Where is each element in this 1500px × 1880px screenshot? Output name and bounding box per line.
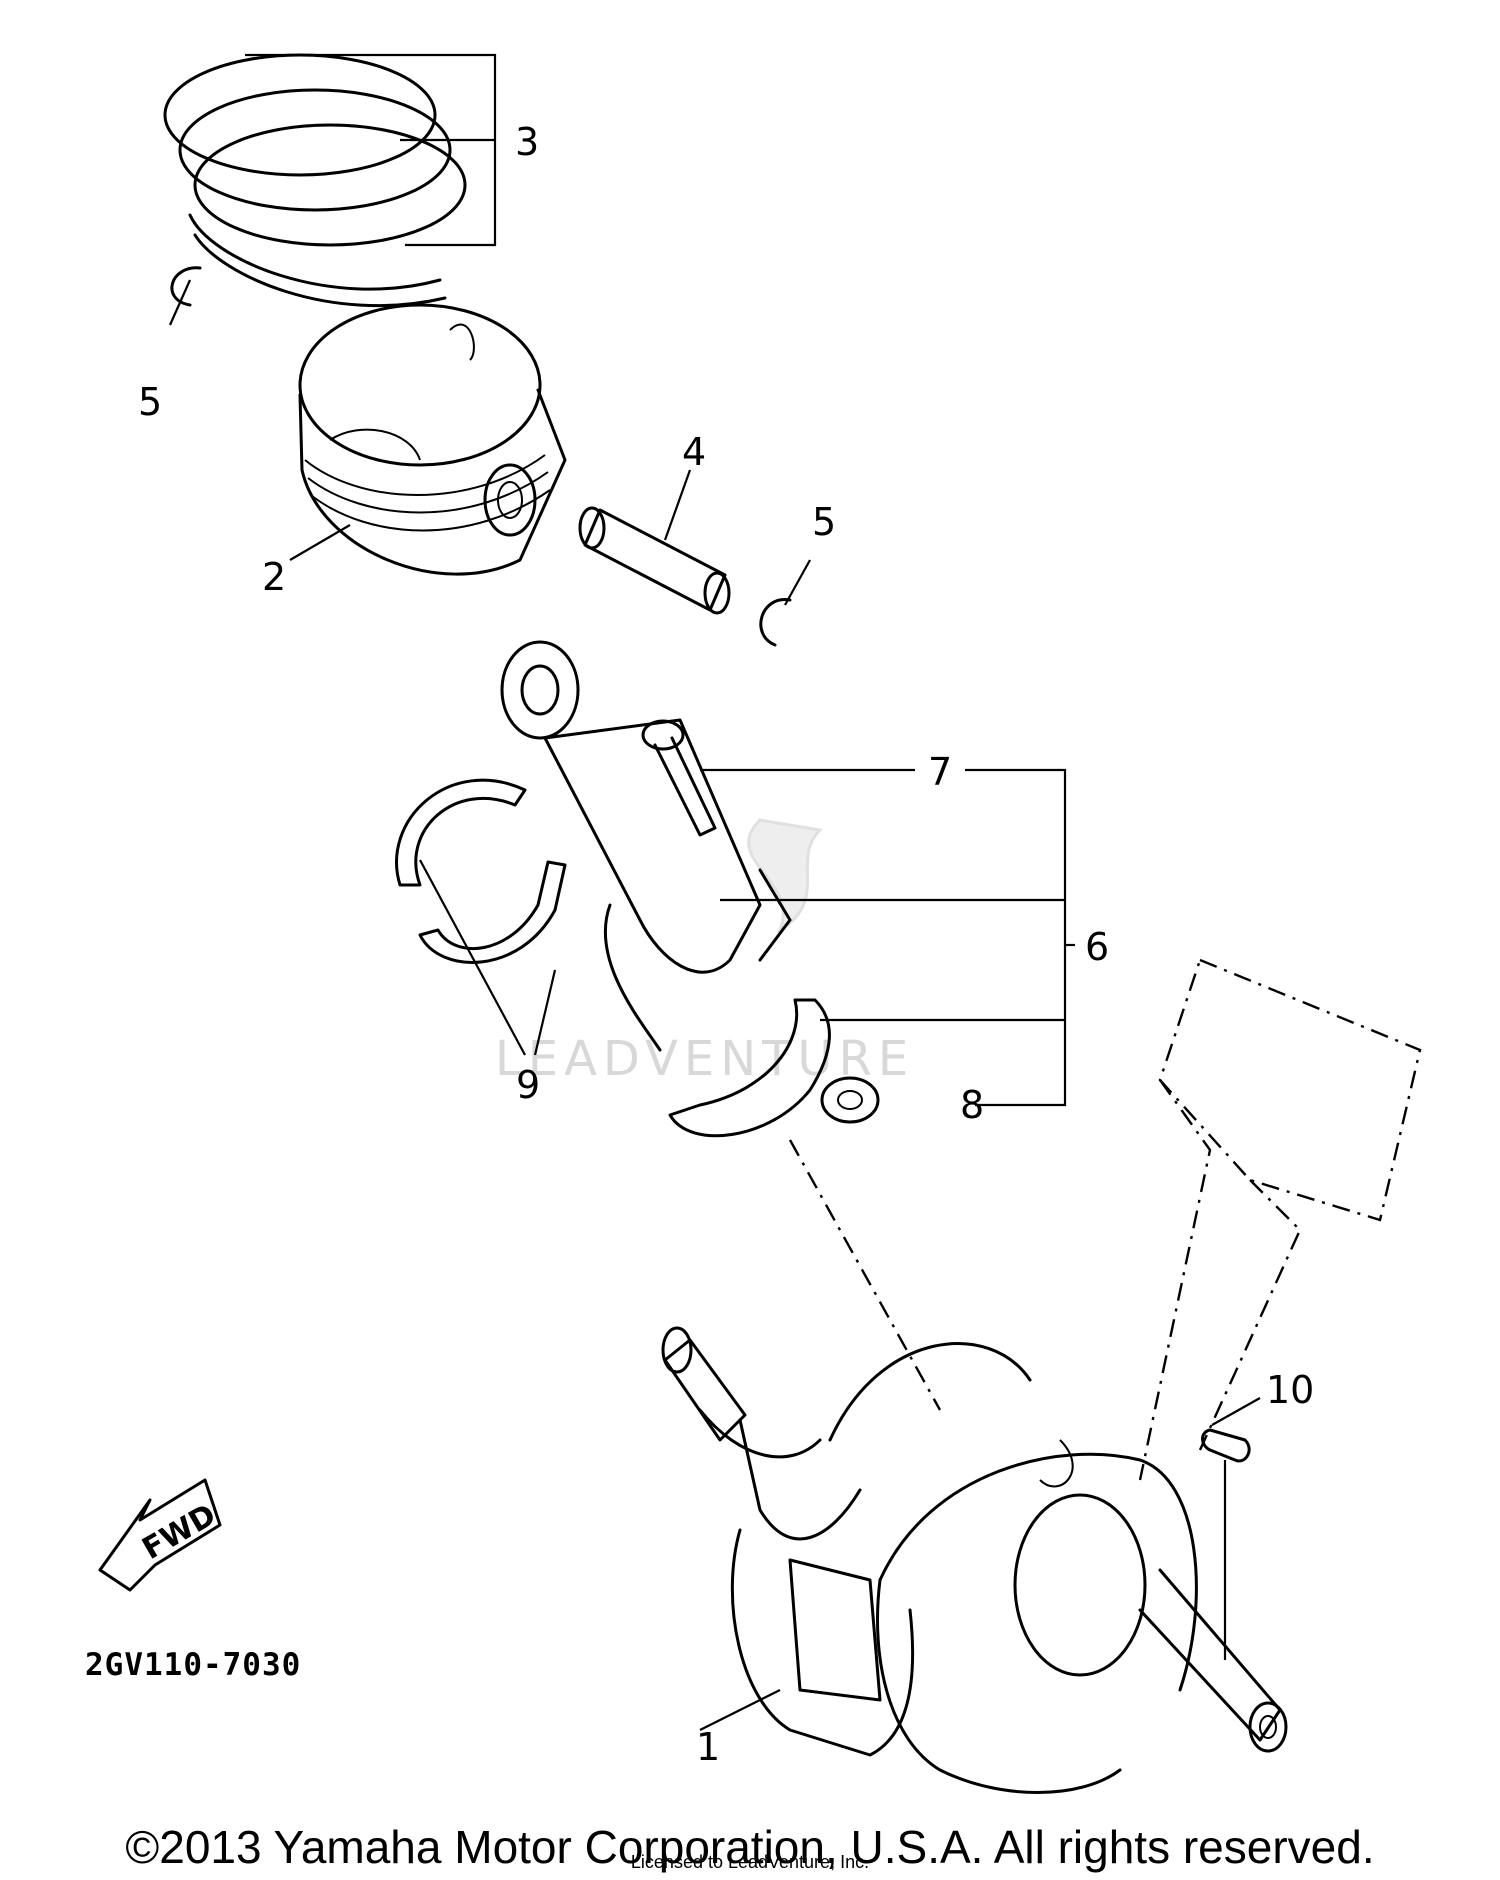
- circlip-left[interactable]: [170, 266, 202, 307]
- callout-7: 7: [928, 750, 952, 794]
- callouts: 1 2 3 4 5 5 6 7 8 9 10: [138, 120, 1314, 1769]
- copyright-notice: ©2013 Yamaha Motor Corporation, U.S.A. A…: [125, 1821, 1375, 1873]
- watermark: LEADVENTURE: [495, 818, 914, 1087]
- woodruff-key[interactable]: [1201, 1428, 1251, 1463]
- circlip-right[interactable]: [759, 598, 792, 647]
- leader-lines: [168, 53, 1261, 1731]
- bearings[interactable]: [395, 778, 567, 964]
- watermark-text: LEADVENTURE: [495, 1031, 914, 1087]
- fwd-label: FWD: [137, 1497, 222, 1567]
- callout-3: 3: [515, 120, 539, 164]
- callout-6: 6: [1085, 925, 1109, 969]
- piston[interactable]: [298, 303, 567, 576]
- callout-5-left: 5: [138, 380, 162, 424]
- fwd-arrow: FWD: [98, 1478, 222, 1592]
- crankshaft[interactable]: [661, 1326, 1288, 1794]
- piston-pin[interactable]: [578, 506, 731, 615]
- phantom-assembly: [788, 958, 1422, 1481]
- callout-2: 2: [262, 555, 286, 599]
- piston-rings[interactable]: [163, 53, 467, 308]
- rod-bolt[interactable]: [641, 719, 717, 837]
- license-notice: Licensed to LeadVenture, Inc.: [630, 1852, 870, 1872]
- connecting-rod[interactable]: [500, 640, 792, 1052]
- callout-5-right: 5: [812, 500, 836, 544]
- callout-1: 1: [696, 1725, 720, 1769]
- callout-9: 9: [516, 1063, 540, 1107]
- callout-4: 4: [682, 430, 706, 474]
- callout-8: 8: [960, 1083, 984, 1127]
- rod-cap[interactable]: [668, 998, 831, 1138]
- diagram-code: 2GV110-7030: [85, 1647, 301, 1683]
- rod-nut[interactable]: [820, 1076, 880, 1124]
- callout-10: 10: [1266, 1368, 1314, 1412]
